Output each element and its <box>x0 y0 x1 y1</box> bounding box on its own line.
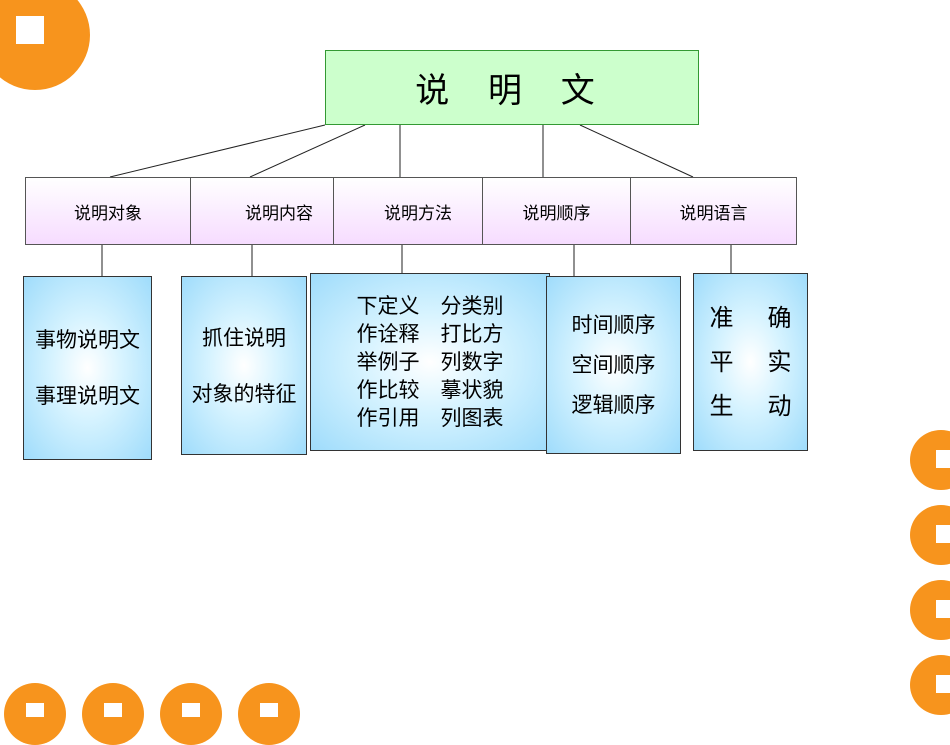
detail-language: 准 确 平 实 生 动 <box>693 273 808 451</box>
category-object: 说明对象 <box>25 177 191 245</box>
category-label: 说明语言 <box>679 203 748 224</box>
detail-char: 实 <box>767 348 792 376</box>
detail-char: 准 <box>709 304 734 332</box>
detail-row: 平 实 <box>710 340 792 384</box>
category-order: 说明顺序 <box>482 177 631 245</box>
detail-item: 逻辑顺序 <box>571 393 656 417</box>
category-method: 说明方法 <box>333 177 483 245</box>
detail-content: 抓住说明 对象的特征 <box>181 276 307 455</box>
detail-item: 事物说明文 <box>35 328 140 352</box>
detail-item: 作引用 列图表 <box>356 406 504 430</box>
root-title: 说 明 文 <box>415 71 609 111</box>
category-language: 说明语言 <box>630 177 797 245</box>
decor-circle-top-left <box>0 0 90 90</box>
connector-root-object <box>109 124 326 178</box>
detail-item: 作诠释 打比方 <box>356 322 504 346</box>
detail-order: 时间顺序 空间顺序 逻辑顺序 <box>546 276 681 454</box>
connector-root-content <box>249 124 366 178</box>
connector-root-language <box>579 124 694 178</box>
decor-square <box>936 450 950 468</box>
detail-char: 确 <box>767 304 792 332</box>
detail-item: 下定义 分类别 <box>356 294 504 318</box>
decor-square <box>16 16 44 44</box>
category-label: 说明顺序 <box>522 203 591 224</box>
detail-item: 空间顺序 <box>571 353 656 377</box>
detail-char: 生 <box>709 392 734 420</box>
decor-square <box>936 675 950 693</box>
decor-square <box>936 600 950 618</box>
detail-char: 动 <box>767 392 792 420</box>
detail-item: 时间顺序 <box>571 313 656 337</box>
detail-method: 下定义 分类别 作诠释 打比方 举例子 列数字 作比较 摹状貌 作引用 列图表 <box>310 273 550 451</box>
root-node: 说 明 文 <box>325 50 699 125</box>
detail-char: 平 <box>709 348 734 376</box>
detail-item: 作比较 摹状貌 <box>356 378 504 402</box>
category-content: 说明内容 <box>190 177 334 245</box>
decor-square <box>936 525 950 543</box>
category-label: 说明内容 <box>245 203 313 224</box>
connector-lines <box>101 124 732 276</box>
detail-item: 对象的特征 <box>191 381 297 406</box>
category-label: 说明对象 <box>74 203 142 224</box>
category-label: 说明方法 <box>384 203 452 224</box>
detail-item: 抓住说明 <box>202 325 286 350</box>
detail-row: 准 确 <box>710 296 792 340</box>
detail-item: 事理说明文 <box>35 384 140 408</box>
detail-row: 生 动 <box>710 384 792 428</box>
detail-item: 举例子 列数字 <box>356 350 504 374</box>
detail-object: 事物说明文 事理说明文 <box>23 276 152 460</box>
